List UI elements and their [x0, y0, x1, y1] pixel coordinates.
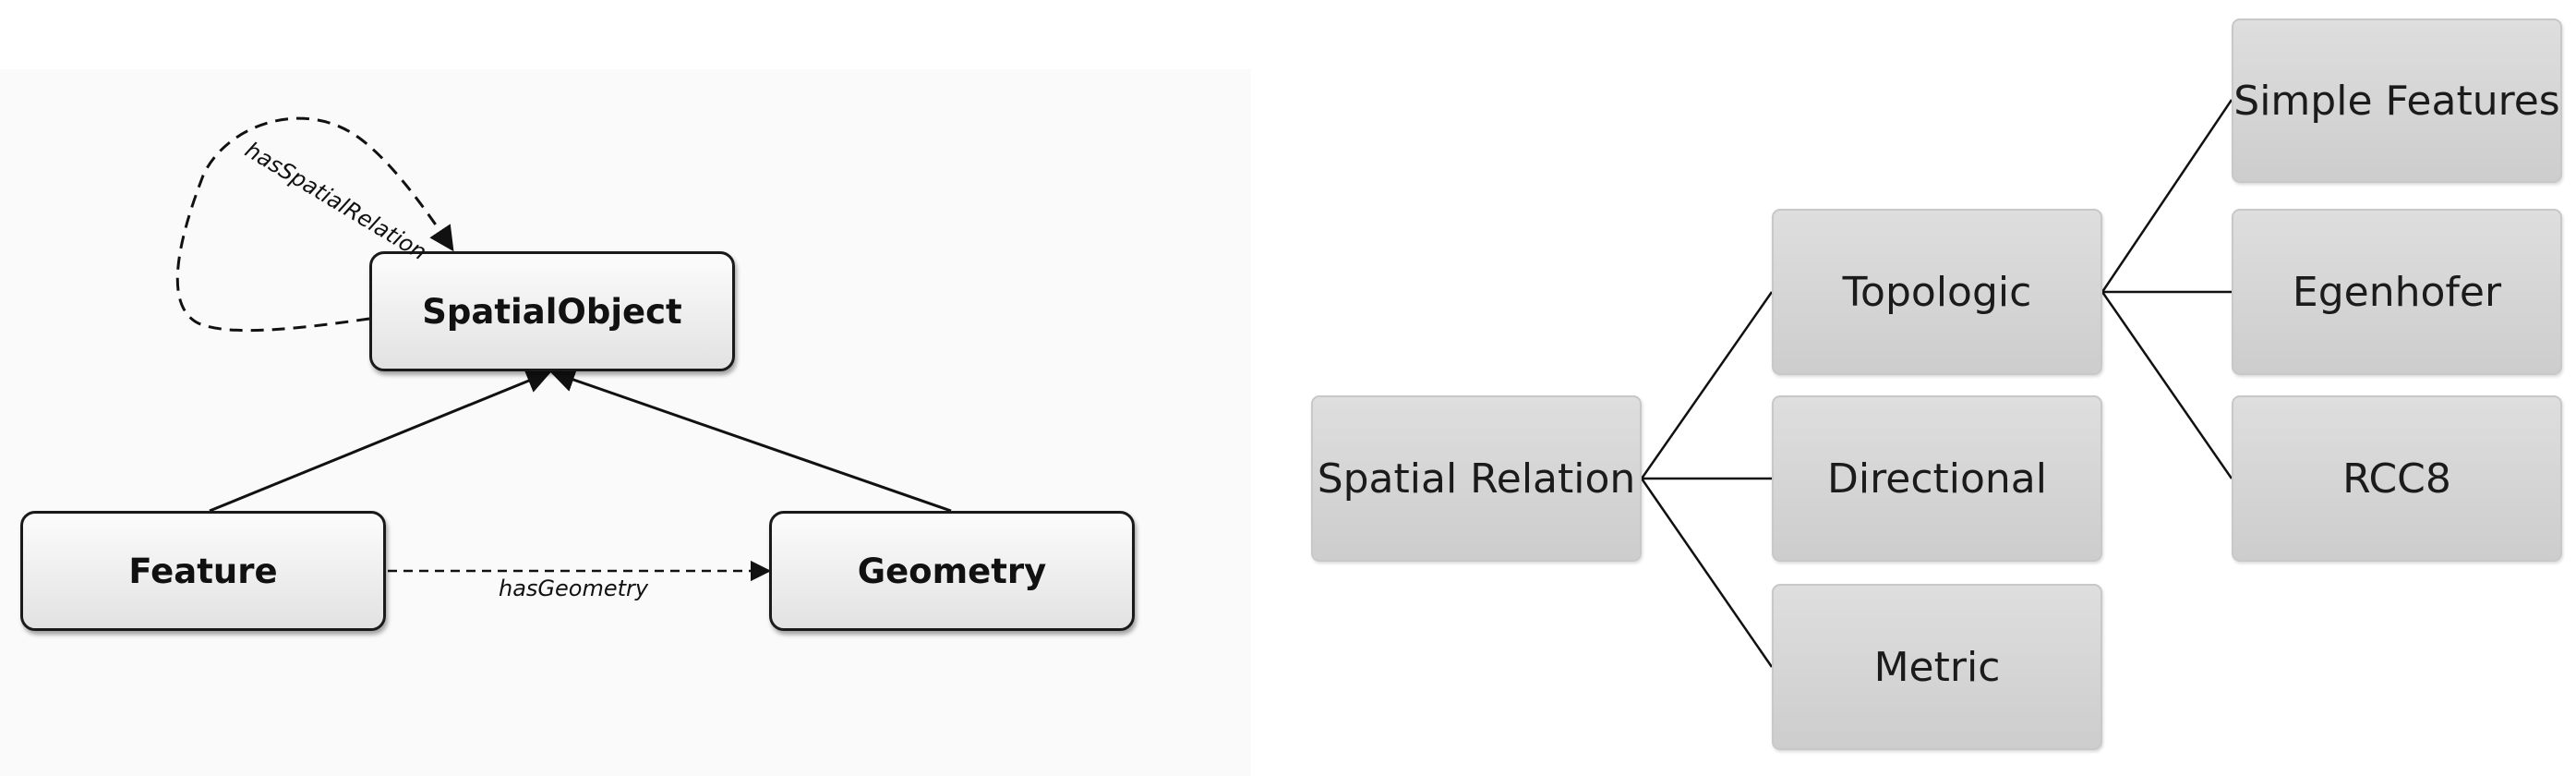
spatial-relation-label: Spatial Relation [1317, 455, 1636, 503]
egenhofer-label: Egenhofer [2292, 268, 2502, 316]
topologic-to-simple-features-line [2101, 99, 2233, 293]
spatial-relation-root-node: Spatial Relation [1311, 395, 1642, 562]
geometry-to-spatialobject-arrow [549, 368, 952, 513]
metric-node: Metric [1772, 584, 2102, 750]
metric-label: Metric [1873, 643, 2001, 691]
topologic-to-rcc8-line [2101, 291, 2233, 479]
rcc8-node: RCC8 [2232, 395, 2562, 562]
rcc8-label: RCC8 [2342, 455, 2451, 503]
self-relation-arrow [175, 116, 454, 333]
root-to-topologic-line [1640, 291, 1774, 479]
simple-features-label: Simple Features [2233, 77, 2560, 125]
spatialobject-class-box: SpatialObject [369, 251, 735, 371]
egenhofer-node: Egenhofer [2232, 209, 2562, 375]
topologic-label: Topologic [1842, 268, 2032, 316]
spatialobject-label: SpatialObject [422, 291, 682, 332]
geometry-label: Geometry [857, 551, 1047, 591]
feature-class-box: Feature [20, 511, 386, 631]
directional-node: Directional [1772, 395, 2102, 562]
geometry-class-box: Geometry [769, 511, 1135, 631]
feature-label: Feature [128, 551, 278, 591]
directional-label: Directional [1827, 455, 2047, 503]
feature-to-spatialobject-arrow [209, 369, 552, 513]
simple-features-node: Simple Features [2232, 18, 2562, 183]
topologic-node: Topologic [1772, 209, 2102, 375]
ontology-diagram-panel [0, 69, 1251, 776]
has-geometry-label: hasGeometry [499, 576, 649, 601]
root-to-metric-line [1640, 478, 1774, 668]
